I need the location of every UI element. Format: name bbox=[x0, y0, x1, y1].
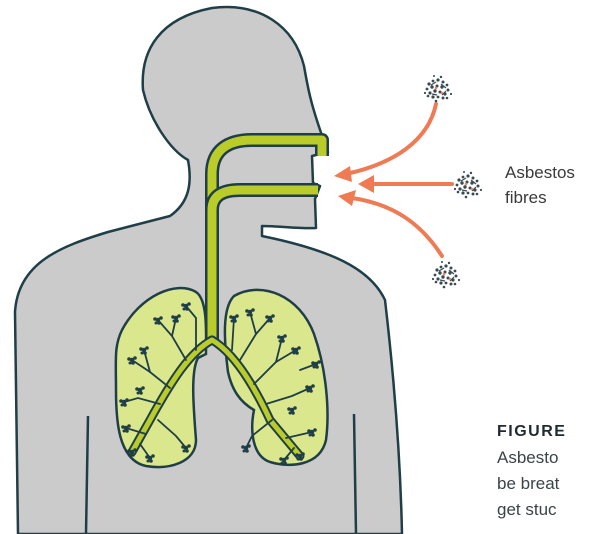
asbestos-fibre-cluster-icon bbox=[424, 75, 482, 288]
fibre-label-line-1: Asbestos bbox=[505, 160, 575, 185]
asbestos-fibres-label: Asbestos fibres bbox=[505, 160, 575, 210]
figure-caption: FIGURE Asbesto be breat get stuc bbox=[497, 423, 602, 523]
caption-line-2: be breat bbox=[497, 471, 602, 497]
caption-line-1: Asbesto bbox=[497, 445, 602, 471]
caption-line-3: get stuc bbox=[497, 497, 602, 523]
arrow-icon bbox=[346, 104, 452, 256]
fibre-label-line-2: fibres bbox=[505, 185, 575, 210]
figure-title: FIGURE bbox=[497, 423, 602, 441]
